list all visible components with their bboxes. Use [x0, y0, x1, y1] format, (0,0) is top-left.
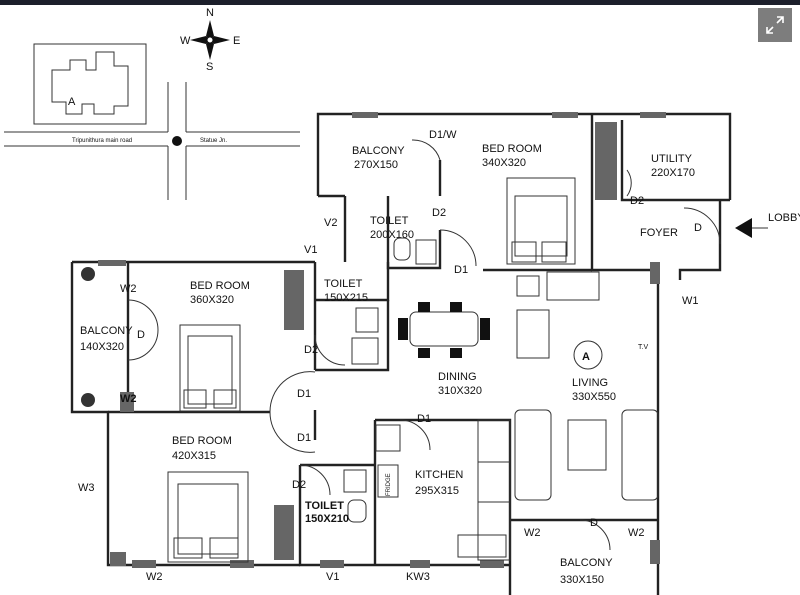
door-d1-bottom: D1 — [297, 432, 311, 444]
living-marker: A — [582, 351, 590, 363]
door-foyer: D — [694, 222, 702, 234]
balcony-bottom-name: BALCONY — [560, 557, 613, 569]
door-balcony-bottom: D — [590, 517, 598, 529]
toilet-top-size: 200X160 — [370, 229, 414, 241]
window-kw3: KW3 — [406, 571, 430, 583]
window-v1-top: V1 — [304, 244, 317, 256]
top-bar — [0, 0, 800, 5]
bed-mid-name: BED ROOM — [190, 280, 250, 292]
window-w2-left-top: W2 — [120, 283, 137, 295]
fridge-label: FRIDGE — [386, 473, 392, 496]
site-plan — [4, 43, 300, 200]
lobby-label: LOBBY — [768, 212, 800, 224]
junction-label: Statue Jn. — [200, 138, 227, 144]
entry-arrow-icon — [735, 218, 752, 238]
kitchen-size: 295X315 — [415, 485, 459, 497]
door-d1w: D1/W — [429, 129, 457, 141]
furniture — [81, 177, 659, 563]
window-v1-bottom: V1 — [326, 571, 339, 583]
compass-icon — [190, 20, 230, 60]
window-w2-balcony-right: W2 — [628, 527, 645, 539]
door-d1-mid: D1 — [297, 388, 311, 400]
window-w3: W3 — [78, 482, 95, 494]
wall-hatches — [98, 112, 666, 568]
kitchen-name: KITCHEN — [415, 469, 463, 481]
living-name: LIVING — [572, 377, 608, 389]
tv-label: T.V — [638, 344, 648, 351]
door-d1-top: D1 — [454, 264, 468, 276]
utility-name: UTILITY — [651, 153, 693, 165]
foyer-name: FOYER — [640, 227, 678, 239]
window-v2-top: V2 — [324, 217, 337, 229]
dining-size: 310X320 — [438, 385, 482, 397]
balcony-top-name: BALCONY — [352, 145, 405, 157]
window-w2-balcony-left: W2 — [524, 527, 541, 539]
compass-s: S — [206, 61, 213, 73]
site-block-label: A — [68, 96, 76, 108]
window-w2-bottom: W2 — [146, 571, 163, 583]
living-marker-circle — [573, 340, 603, 370]
toilet-mid-name: TOILET — [324, 278, 363, 290]
dining-name: DINING — [438, 371, 477, 383]
toilet-bottom-name: TOILET — [305, 500, 344, 512]
utility-size: 220X170 — [651, 167, 695, 179]
toilet-bottom-size: 150X210 — [305, 513, 349, 525]
compass-e: E — [233, 35, 240, 47]
bed-top-size: 340X320 — [482, 157, 526, 169]
door-d2-utility: D2 — [630, 195, 644, 207]
window-w1: W1 — [682, 295, 699, 307]
bed-top-name: BED ROOM — [482, 143, 542, 155]
road-label: Tripunithura main road — [72, 138, 132, 144]
door-balcony-left: D — [137, 329, 145, 341]
expand-button[interactable] — [758, 8, 792, 42]
bed-bottom-size: 420X315 — [172, 450, 216, 462]
bed-bottom-name: BED ROOM — [172, 435, 232, 447]
compass-w: W — [180, 35, 191, 47]
door-d2-bottom: D2 — [292, 479, 306, 491]
compass-n: N — [206, 7, 214, 19]
balcony-top-size: 270X150 — [354, 159, 398, 171]
toilet-top-name: TOILET — [370, 215, 409, 227]
balcony-bottom-size: 330X150 — [560, 574, 604, 586]
toilet-mid-size: 150X215 — [324, 292, 368, 304]
expand-icon — [766, 16, 784, 34]
door-d1-kitchen: D1 — [417, 413, 431, 425]
bed-mid-size: 360X320 — [190, 294, 234, 306]
door-swings — [127, 139, 721, 551]
living-size: 330X550 — [572, 391, 616, 403]
door-d2-mid: D2 — [304, 344, 318, 356]
balcony-left-name: BALCONY — [80, 325, 133, 337]
door-d2-top: D2 — [432, 207, 446, 219]
balcony-left-size: 140X320 — [80, 341, 124, 353]
window-w2-left-bottom: W2 — [120, 393, 137, 405]
